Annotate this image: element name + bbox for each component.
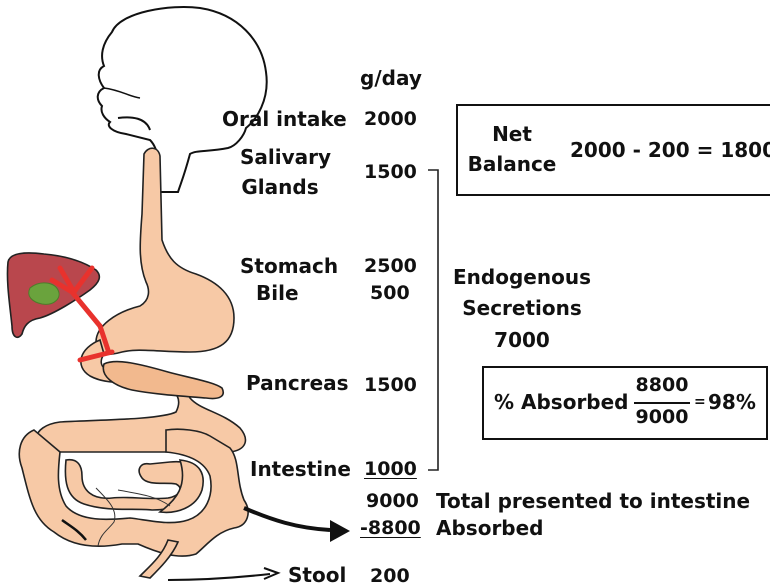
net-balance-equation: 2000 - 200 = 1800 xyxy=(570,138,770,162)
salivary-label-2: Glands xyxy=(240,175,320,199)
total-value: 9000 xyxy=(366,490,419,512)
net-balance-label-1: Net xyxy=(472,122,552,146)
percent-absorbed-box: % Absorbed 8800 9000 = 98% xyxy=(482,366,768,440)
percent-absorbed-denominator: 9000 xyxy=(634,406,690,428)
percent-absorbed-numerator: 8800 xyxy=(634,374,690,396)
endogenous-line1: Endogenous xyxy=(452,265,592,289)
fraction-bar xyxy=(634,402,690,404)
stool-value: 200 xyxy=(370,565,410,587)
percent-absorbed-result: 98% xyxy=(708,390,756,414)
net-balance-box: Net Balance 2000 - 200 = 1800 xyxy=(456,104,770,196)
pancreas-label: Pancreas xyxy=(246,371,349,395)
oral-intake-value: 2000 xyxy=(364,108,417,130)
equals-sign: = xyxy=(694,394,706,410)
absorbed-label: Absorbed xyxy=(436,516,544,540)
endogenous-line2: Secretions xyxy=(452,296,592,320)
stomach-value: 2500 xyxy=(364,255,417,277)
bile-label: Bile xyxy=(256,281,299,305)
gallbladder xyxy=(29,283,59,304)
intestine-label: Intestine xyxy=(250,457,351,481)
net-balance-label-2: Balance xyxy=(462,152,562,176)
pancreas xyxy=(103,362,223,399)
stomach-label: Stomach xyxy=(240,254,338,278)
percent-absorbed-label: % Absorbed xyxy=(494,390,629,414)
endogenous-value: 7000 xyxy=(452,328,592,352)
salivary-label-1: Salivary xyxy=(240,145,320,169)
pancreas-value: 1500 xyxy=(364,374,417,396)
total-label: Total presented to intestine xyxy=(436,489,750,513)
oral-intake-label: Oral intake xyxy=(222,107,347,131)
unit-header: g/day xyxy=(360,66,422,90)
intestine-value: 1000 xyxy=(364,458,417,480)
stool-arrow xyxy=(168,574,270,580)
salivary-value: 1500 xyxy=(364,161,417,183)
absorption-arrow xyxy=(244,508,330,530)
absorbed-value: -8800 xyxy=(360,517,421,539)
secretions-bracket xyxy=(424,168,446,474)
bile-value: 500 xyxy=(370,282,410,304)
stool-label: Stool xyxy=(288,563,346,587)
gut xyxy=(19,148,248,556)
